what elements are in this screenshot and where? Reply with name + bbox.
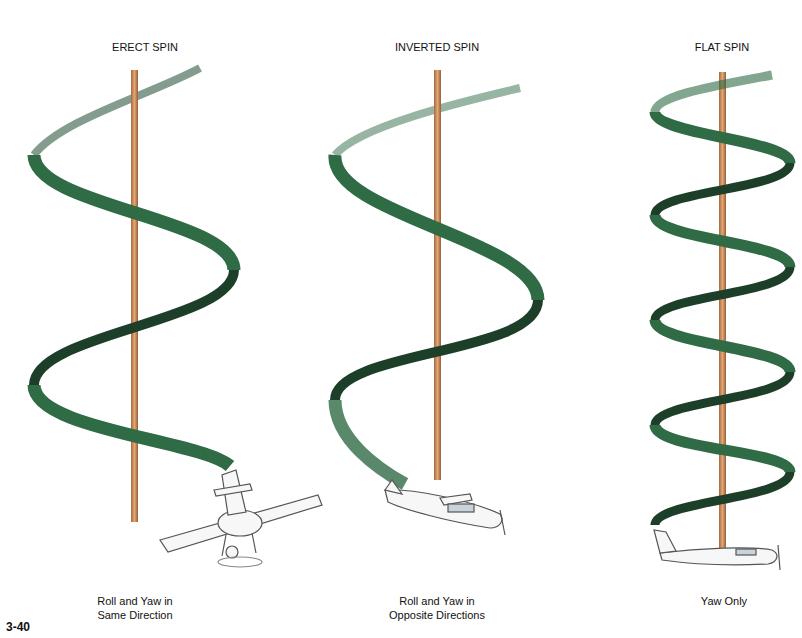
inverted-spin-helix (335, 70, 538, 484)
erect-spin-helix (34, 68, 234, 522)
spin-axis (719, 72, 726, 550)
flat-spin-helix (655, 72, 790, 550)
erect-spin-airplane (160, 470, 322, 567)
spin-caption: Roll and Yaw in Same Direction (87, 594, 183, 622)
spin-axis (131, 70, 138, 522)
spin-title: INVERTED SPIN (357, 40, 517, 54)
spin-axis (434, 70, 441, 480)
spin-caption: Roll and Yaw in Opposite Directions (381, 594, 493, 622)
inverted-spin-airplane (385, 480, 505, 535)
flat-spin-airplane (654, 530, 780, 570)
spin-caption: Yaw Only (674, 594, 774, 608)
spin-title: FLAT SPIN (652, 40, 792, 54)
spin-title: ERECT SPIN (65, 40, 225, 54)
figure-number: 3-40 (6, 620, 56, 634)
